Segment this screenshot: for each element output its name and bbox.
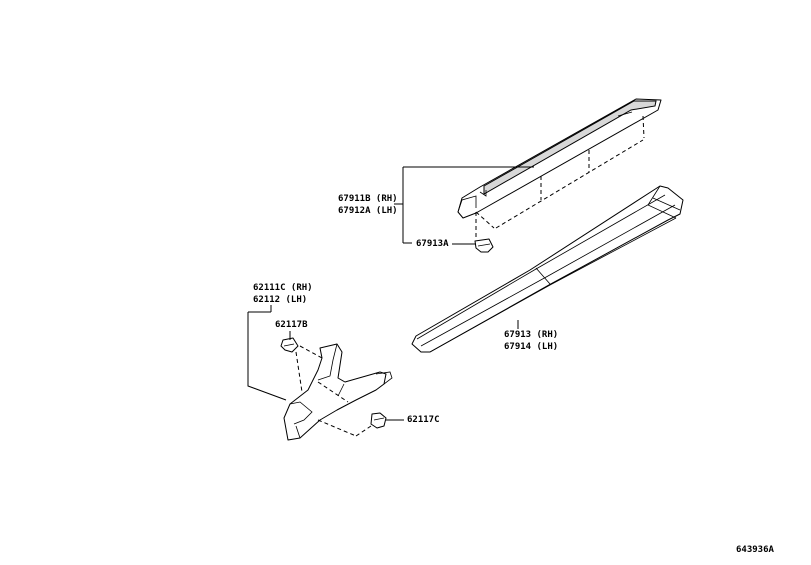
diagram-id: 643936A bbox=[736, 545, 774, 555]
label-62117c: 62117C bbox=[407, 415, 440, 425]
label-62117b: 62117B bbox=[275, 320, 308, 330]
upper-scuff-plate[interactable] bbox=[457, 98, 662, 238]
kick-panel[interactable] bbox=[283, 343, 393, 441]
clip-62117c[interactable] bbox=[370, 412, 387, 429]
label-67911b: 67911B (RH) bbox=[338, 194, 398, 204]
label-62111c: 62111C (RH) bbox=[253, 283, 313, 293]
leader-lines bbox=[247, 166, 534, 421]
label-67912a: 67912A (LH) bbox=[338, 206, 398, 216]
label-67913: 67913 (RH) bbox=[504, 330, 559, 340]
clip-62117b[interactable] bbox=[280, 337, 299, 353]
clip-67913a[interactable] bbox=[474, 238, 494, 253]
label-62112: 62112 (LH) bbox=[253, 295, 308, 305]
label-67914: 67914 (LH) bbox=[504, 342, 559, 352]
lower-sill-plate[interactable] bbox=[411, 185, 684, 353]
label-67913a: 67913A bbox=[416, 239, 449, 249]
